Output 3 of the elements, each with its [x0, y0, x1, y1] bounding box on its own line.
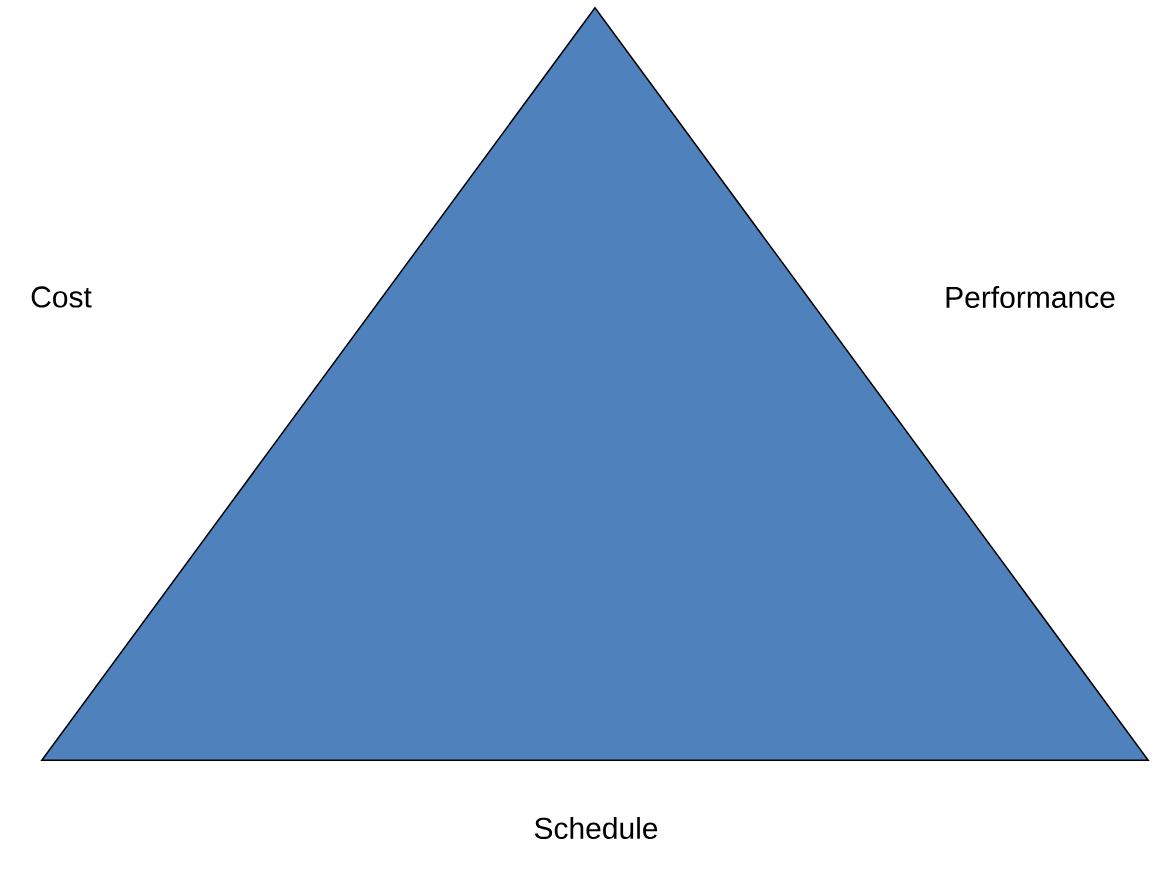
side-label: Performance: [946, 286, 1115, 308]
side-label: Cost: [31, 286, 92, 308]
side-label: Schedule: [534, 816, 658, 839]
